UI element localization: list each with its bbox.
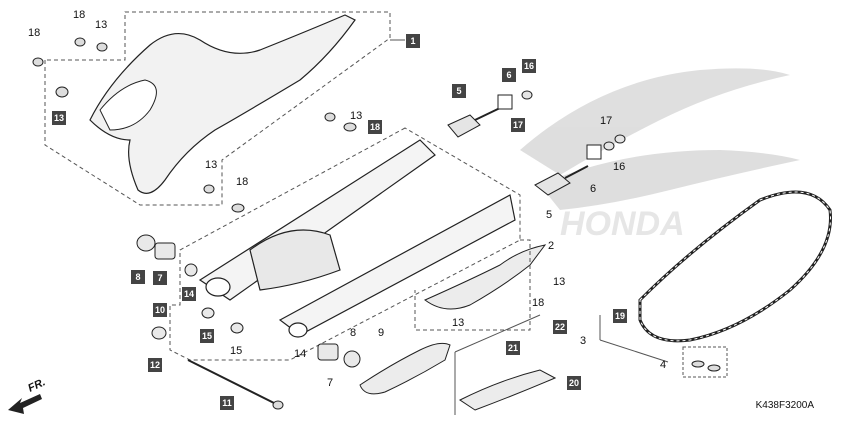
bolt-washers-top bbox=[32, 37, 357, 213]
boxed-callout-b12: 12 bbox=[148, 358, 162, 372]
chain-slider-9 bbox=[359, 342, 451, 395]
svg-text:17: 17 bbox=[513, 120, 523, 130]
swingarm-group-outline bbox=[169, 127, 521, 361]
callout-l17: 17 bbox=[600, 115, 612, 127]
boxed-callout-b10: 10 bbox=[153, 303, 167, 317]
callout-l18d: 18 bbox=[532, 297, 544, 309]
boxed-callout-b19: 19 bbox=[613, 309, 627, 323]
master-link-group bbox=[682, 346, 728, 378]
honda-wing-logo: HONDA bbox=[520, 68, 800, 243]
collar-7 bbox=[317, 343, 339, 361]
chain-adjusters bbox=[447, 90, 626, 196]
boxed-callout-b22: 22 bbox=[553, 320, 567, 334]
boxed-callout-b7: 7 bbox=[153, 271, 167, 285]
callout-l13c: 13 bbox=[205, 159, 217, 171]
svg-text:6: 6 bbox=[506, 70, 511, 80]
callout-l18b: 18 bbox=[28, 27, 40, 39]
boxed-callout-b21: 21 bbox=[506, 341, 520, 355]
bushings bbox=[136, 234, 244, 340]
svg-text:15: 15 bbox=[202, 331, 212, 341]
callout-l2: 2 bbox=[548, 240, 554, 252]
svg-text:21: 21 bbox=[508, 343, 518, 353]
callout-l13d: 13 bbox=[553, 276, 565, 288]
boxed-callout-b15: 15 bbox=[200, 329, 214, 343]
callout-l4: 4 bbox=[660, 359, 666, 371]
svg-text:8: 8 bbox=[135, 272, 140, 282]
callout-l6: 6 bbox=[590, 183, 596, 195]
callout-l16: 16 bbox=[613, 161, 625, 173]
callout-l9: 9 bbox=[378, 327, 384, 339]
svg-text:16: 16 bbox=[524, 61, 534, 71]
chain-slider-20 bbox=[459, 369, 557, 411]
chain-guard-group-outline bbox=[44, 11, 391, 206]
diagram-code: K438F3200A bbox=[755, 400, 814, 411]
boxed-callout-b17: 17 bbox=[511, 118, 525, 132]
callout-l5: 5 bbox=[546, 209, 552, 221]
swingarm bbox=[198, 139, 516, 338]
svg-text:14: 14 bbox=[184, 289, 194, 299]
callout-l8: 8 bbox=[350, 327, 356, 339]
svg-text:20: 20 bbox=[569, 378, 579, 388]
callout-l3: 3 bbox=[580, 335, 586, 347]
boxed-callout-b8: 8 bbox=[131, 270, 145, 284]
svg-text:5: 5 bbox=[456, 86, 461, 96]
pivot-bolt bbox=[187, 359, 277, 405]
svg-text:1: 1 bbox=[410, 36, 415, 46]
svg-text:13: 13 bbox=[54, 113, 64, 123]
callout-l13b: 13 bbox=[350, 110, 362, 122]
boxed-callout-b16: 16 bbox=[522, 59, 536, 73]
direction-label: FR. bbox=[26, 376, 47, 394]
svg-text:10: 10 bbox=[155, 305, 165, 315]
part-2-bracket bbox=[414, 239, 531, 331]
svg-text:11: 11 bbox=[222, 398, 232, 408]
boxed-callout-b1: 1 bbox=[406, 34, 420, 48]
boxed-callout-b5: 5 bbox=[452, 84, 466, 98]
callout-l18a: 18 bbox=[73, 9, 85, 21]
callout-l14: 14 bbox=[294, 348, 306, 360]
boxed-callout-b20: 20 bbox=[567, 376, 581, 390]
boxed-labels: 1 13 18 5 6 16 17 8 7 14 10 15 12 11 22 … bbox=[52, 34, 627, 410]
boxed-callout-b6: 6 bbox=[502, 68, 516, 82]
plain-labels: 18 13 18 13 13 18 2 13 18 13 15 14 7 8 9… bbox=[28, 9, 666, 389]
svg-text:22: 22 bbox=[555, 322, 565, 332]
boxed-callout-b11: 11 bbox=[220, 396, 234, 410]
boxed-callout-b14: 14 bbox=[182, 287, 196, 301]
callout-l13e: 13 bbox=[452, 317, 464, 329]
svg-text:7: 7 bbox=[157, 273, 162, 283]
callout-l18c: 18 bbox=[236, 176, 248, 188]
svg-text:18: 18 bbox=[370, 122, 380, 132]
callout-l7: 7 bbox=[327, 377, 333, 389]
honda-watermark-text: HONDA bbox=[560, 205, 685, 243]
front-direction-arrow: FR. bbox=[8, 376, 47, 414]
boxed-callout-b18: 18 bbox=[368, 120, 382, 134]
chain-guard bbox=[89, 14, 356, 194]
chain-slider-2 bbox=[424, 244, 547, 310]
callout-l13a: 13 bbox=[95, 19, 107, 31]
svg-text:19: 19 bbox=[615, 311, 625, 321]
boxed-callout-b13: 13 bbox=[52, 111, 66, 125]
callout-l15: 15 bbox=[230, 345, 242, 357]
svg-text:12: 12 bbox=[150, 360, 160, 370]
